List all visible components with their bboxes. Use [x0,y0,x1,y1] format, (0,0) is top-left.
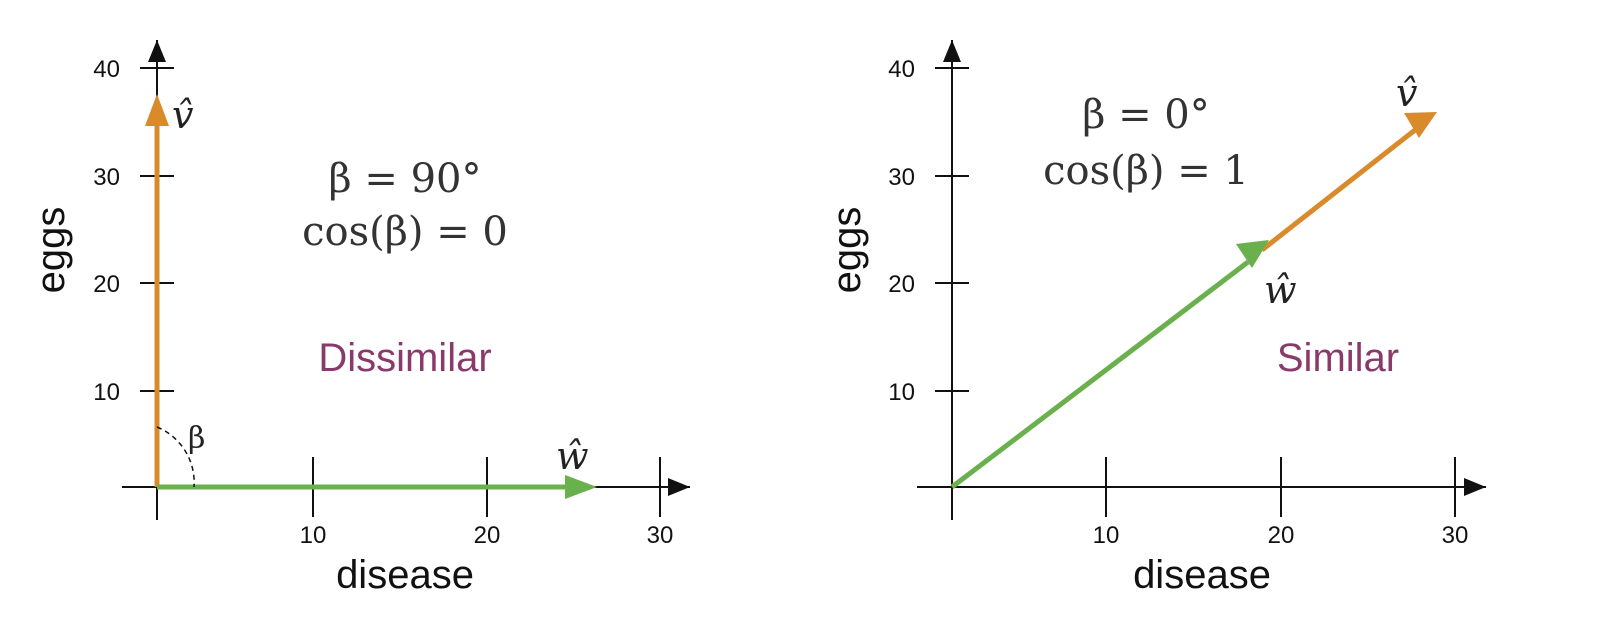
right-formula-cos: cos(β) = 1 [1043,148,1249,194]
left-x-axis-arrow [668,478,690,496]
left-x-tick-label: 10 [300,522,327,549]
left-v-label: v̂ [172,93,194,137]
right-w-label: ŵ [1264,268,1297,312]
left-angle-label: β [188,421,205,456]
left-formula-cos: cos(β) = 0 [302,209,508,255]
left-x-tick-label: 30 [647,522,674,549]
right-y-tick-label: 10 [888,379,915,406]
right-x-tick-label: 30 [1442,522,1469,549]
right-y-tick-label: 40 [888,56,915,83]
left-y-tick-label: 30 [93,164,120,191]
left-panel: 10 20 30 10 20 30 40 disease eggs β v̂ ŵ… [29,40,690,597]
right-x-axis-label: disease [1133,553,1271,597]
right-y-axis-arrow [943,40,961,62]
left-y-axis-label: eggs [29,207,73,294]
left-y-tick-label: 40 [93,56,120,83]
right-x-tick-label: 20 [1268,522,1295,549]
right-formula-angle: β = 0° [1082,92,1210,138]
left-y-tick-label: 20 [93,271,120,298]
right-v-label: v̂ [1396,71,1418,115]
right-y-tick-label: 20 [888,271,915,298]
left-x-tick-label: 20 [474,522,501,549]
right-x-ticks [1105,457,1456,517]
left-v-vector-arrowhead [145,94,169,126]
left-w-label: ŵ [556,434,589,478]
right-x-axis-arrow [1464,478,1486,496]
left-y-axis-arrow [148,40,166,62]
left-x-axis-label: disease [336,553,474,597]
left-formula-angle: β = 90° [329,156,482,202]
right-v-vector-arrowhead [1404,112,1437,138]
right-x-tick-label: 10 [1093,522,1120,549]
left-y-tick-label: 10 [93,379,120,406]
right-y-tick-label: 30 [888,164,915,191]
left-angle-arc [156,426,195,488]
right-w-vector [950,260,1250,489]
left-verdict: Dissimilar [318,336,491,380]
right-panel: 10 20 30 10 20 30 40 disease eggs v̂ ŵ β… [825,40,1486,597]
right-verdict: Similar [1277,336,1399,380]
left-w-vector-arrowhead [565,475,597,499]
right-y-ticks [935,67,969,392]
right-v-vector [1260,128,1417,252]
right-y-axis-label: eggs [825,207,869,294]
right-w-vector-arrowhead [1236,240,1269,268]
